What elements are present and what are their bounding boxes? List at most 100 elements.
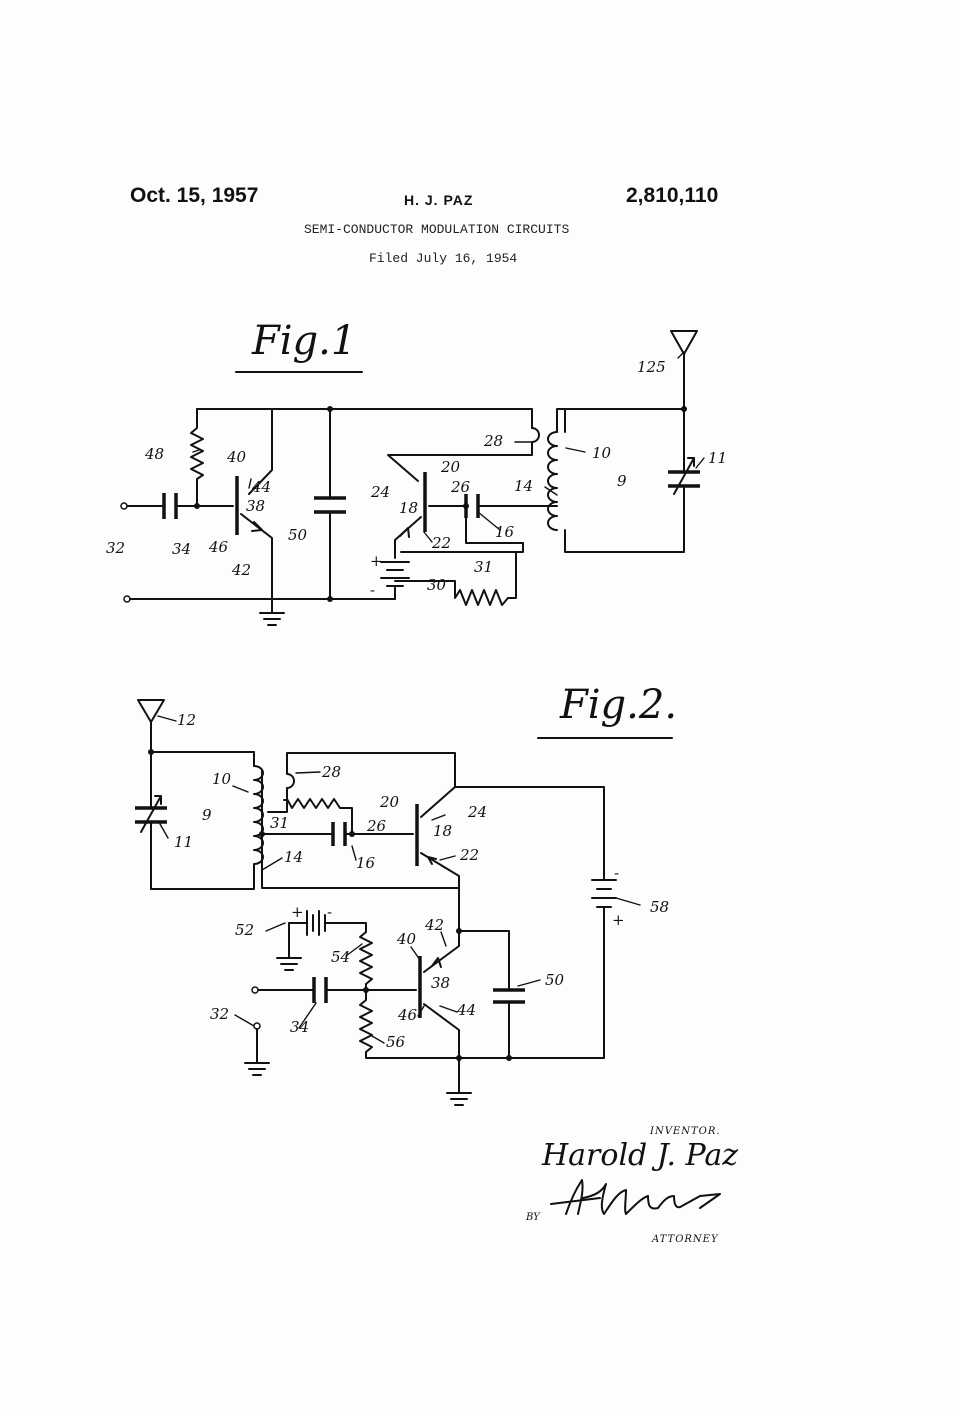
fig1-capacitor-11 — [668, 470, 700, 488]
fig1-capacitor-50 — [314, 496, 346, 514]
filed-date: Filed July 16, 1954 — [369, 251, 518, 266]
fig2-label: 22 — [459, 846, 479, 864]
fig1-label: 31 — [474, 558, 493, 576]
fig1-label: 18 — [399, 499, 418, 517]
fig2-title: Fig.2. — [559, 682, 677, 728]
fig2-junction — [506, 1055, 512, 1061]
fig1-label: 14 — [514, 477, 533, 495]
fig1-junction — [327, 596, 333, 602]
fig1-coil-28 — [387, 427, 540, 482]
fig1-capacitor-34 — [162, 493, 178, 519]
fig2-label: 38 — [431, 974, 450, 992]
fig2-variable-arrow — [140, 795, 162, 833]
fig1-label: 22 — [431, 534, 451, 552]
fig2-label: - — [614, 864, 619, 882]
fig2-cap50-wire — [458, 930, 510, 1059]
fig2-label: 54 — [331, 948, 350, 966]
fig1-label: 38 — [246, 497, 265, 515]
fig2-label: 26 — [366, 817, 387, 835]
fig1-junction — [463, 503, 469, 509]
fig1-label: + — [370, 552, 383, 570]
fig2-label: 44 — [456, 1001, 476, 1019]
fig1-junction — [681, 406, 687, 412]
fig1-label: - — [370, 581, 375, 599]
fig2-cap11-wire — [150, 751, 255, 890]
fig2-capacitor-16 — [331, 822, 347, 846]
fig1-variable-arrow — [673, 457, 695, 495]
fig1-tank-bottom — [564, 408, 685, 553]
fig1-resistor-48 — [190, 408, 204, 507]
fig1-antenna — [670, 330, 698, 407]
fig1-label: 50 — [288, 526, 308, 544]
fig1-coil-10 — [547, 431, 558, 531]
fig2-battery-58 — [591, 879, 617, 1059]
fig1-emitter-arrow — [251, 521, 263, 532]
fig1-emitter-18 — [394, 516, 422, 559]
fig1-resistor-31 — [394, 551, 517, 606]
fig2-label: 18 — [433, 822, 452, 840]
fig2-leader-lines — [157, 715, 641, 1044]
fig1-label: 24 — [370, 483, 390, 501]
fig1-label: 34 — [172, 540, 191, 558]
fig2-resistor-31 — [267, 798, 353, 835]
fig2-label: + — [612, 911, 625, 929]
fig2-label: 12 — [177, 711, 196, 729]
patent-title: SEMI-CONDUCTOR MODULATION CIRCUITS — [304, 222, 570, 237]
fig1-title: Fig.1 — [251, 318, 356, 364]
fig2-emitter-38 — [423, 930, 460, 973]
fig2-junction — [259, 831, 265, 837]
attorney-signature — [550, 1179, 721, 1215]
fig2-emitter-18 — [420, 852, 460, 932]
fig2-label: 42 — [424, 916, 444, 934]
fig1-junction — [194, 503, 200, 509]
fig1-emitter-18-arrow — [399, 527, 410, 538]
fig2-label: 31 — [270, 814, 289, 832]
patent-date: Oct. 15, 1957 — [130, 184, 259, 207]
by-label: BY — [526, 1212, 540, 1223]
fig1-label: 20 — [440, 458, 461, 476]
fig2-label: 32 — [210, 1005, 229, 1023]
fig1-terminal-32a — [120, 502, 128, 510]
fig2-right-rail — [454, 786, 605, 881]
fig2-emitter-38-arrow — [431, 957, 442, 968]
fig2-label: 58 — [650, 898, 669, 916]
fig1-label: 125 — [637, 358, 666, 376]
fig1-label: 46 — [208, 538, 229, 556]
fig1-label: 28 — [483, 432, 503, 450]
fig2-resistor-54 — [359, 931, 373, 991]
fig2-label: 24 — [467, 803, 487, 821]
patent-number: 2,810,110 — [626, 184, 719, 207]
fig2-capacitor-34 — [312, 977, 328, 1003]
fig1-battery-30 — [380, 561, 410, 600]
attorney-label: ATTORNEY — [652, 1234, 719, 1245]
fig1-bias-loop — [400, 505, 524, 553]
fig2-label: 56 — [386, 1033, 406, 1051]
fig2-capacitor-11 — [135, 806, 167, 824]
fig2-ground-input — [244, 1028, 270, 1076]
fig1-ground — [259, 599, 285, 626]
fig2-label: 14 — [284, 848, 303, 866]
fig2-label: 20 — [379, 793, 400, 811]
fig2-label: 46 — [397, 1006, 418, 1024]
fig1-label: 11 — [708, 449, 727, 467]
figure-1: Fig.1 — [106, 318, 727, 626]
fig1-label: 42 — [231, 561, 251, 579]
fig1-junction — [327, 406, 333, 412]
fig1-label: 10 — [592, 444, 612, 462]
fig1-label: 9 — [617, 472, 627, 490]
fig2-collector-38 — [423, 1003, 605, 1059]
fig1-label: 16 — [495, 523, 515, 541]
fig1-top-rail — [196, 408, 533, 429]
fig2-label: 11 — [174, 833, 193, 851]
fig1-tank-top — [556, 408, 685, 471]
fig2-top-wire — [150, 751, 255, 767]
fig1-label: 32 — [106, 539, 125, 557]
figure-2: Fig.2. — [135, 682, 677, 1106]
inventor-header: H. J. PAZ — [404, 192, 474, 208]
fig1-collector-wire — [248, 408, 273, 495]
fig2-capacitor-50 — [493, 988, 525, 1004]
fig1-leader-lines — [192, 351, 705, 543]
fig1-label: 40 — [226, 448, 247, 466]
